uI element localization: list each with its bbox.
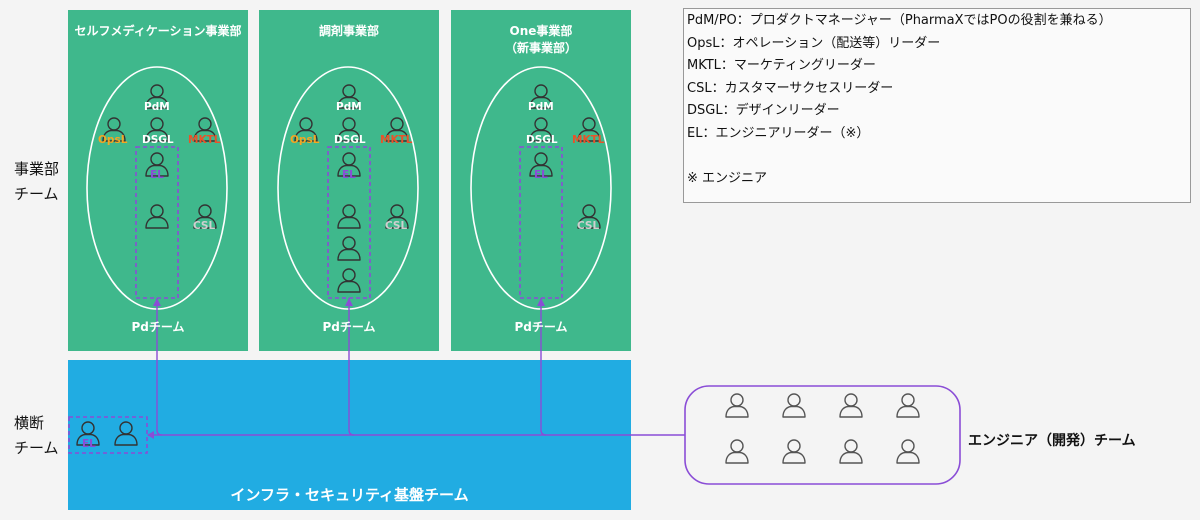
division-team-label-line2: チーム bbox=[14, 185, 59, 203]
infra-el-group-box bbox=[68, 416, 148, 454]
division-title: One事業部 bbox=[509, 24, 573, 38]
connector-lines bbox=[148, 298, 685, 436]
legend-line: OpsL：オペレーション（配送等）リーダー bbox=[687, 35, 941, 51]
team-ellipse bbox=[277, 66, 419, 310]
role-label-csl: CSL bbox=[577, 220, 600, 232]
pd-team-label: Pdチーム bbox=[131, 320, 185, 334]
division-subtitle: （新事業部） bbox=[504, 41, 577, 55]
pd-team-label: Pdチーム bbox=[514, 320, 568, 334]
role-label-opsl: OpsL bbox=[98, 134, 128, 146]
role-label-el: EL bbox=[342, 169, 356, 181]
legend-line: PdM/PO：プロダクトマネージャー（PharmaXではPOの役割を兼ねる） bbox=[687, 13, 1112, 28]
legend-line: ※ エンジニア bbox=[687, 170, 768, 186]
role-label-el: EL bbox=[534, 169, 548, 181]
infra-title: インフラ・セキュリティ基盤チーム bbox=[230, 486, 469, 504]
division-panel-one: One事業部 （新事業部） bbox=[451, 10, 631, 351]
role-label-dsgl: DSGL bbox=[526, 134, 558, 146]
division-title: セルフメディケーション事業部 bbox=[74, 24, 242, 38]
role-label-pdm: PdM bbox=[144, 101, 170, 113]
role-label-opsl: OpsL bbox=[290, 134, 320, 146]
division-team-label: 事業部 チーム bbox=[14, 157, 59, 207]
engineering-team-box bbox=[684, 385, 961, 485]
cross-team-label: 横断 チーム bbox=[14, 411, 59, 461]
person-icon bbox=[294, 84, 409, 293]
role-label-mktl: MKTL bbox=[572, 134, 605, 146]
person-icon bbox=[725, 393, 920, 464]
legend-line: MKTL：マーケティングリーダー bbox=[687, 58, 876, 73]
legend-line: CSL：カスタマーサクセスリーダー bbox=[687, 80, 894, 96]
engineering-team-label: エンジニア（開発）チーム bbox=[968, 433, 1136, 449]
role-label-el: EL bbox=[150, 169, 164, 181]
cross-team-label-line1: 横断 bbox=[14, 414, 45, 432]
role-label-csl: CSL bbox=[385, 220, 408, 232]
legend-line: DSGL：デザインリーダー bbox=[687, 103, 840, 118]
role-label-csl: CSL bbox=[193, 220, 216, 232]
role-label-mktl: MKTL bbox=[188, 134, 221, 146]
legend-line: EL：エンジニアリーダー（※） bbox=[687, 125, 870, 141]
arrow-heads bbox=[147, 298, 545, 439]
role-label-pdm: PdM bbox=[336, 101, 362, 113]
role-label-dsgl: DSGL bbox=[142, 134, 174, 146]
role-label-mktl: MKTL bbox=[380, 134, 413, 146]
division-title: 調剤事業部 bbox=[318, 24, 379, 38]
role-label-dsgl: DSGL bbox=[334, 134, 366, 146]
legend-box: PdM/PO：プロダクトマネージャー（PharmaXではPOの役割を兼ねる） O… bbox=[683, 8, 1191, 203]
division-team-label-line1: 事業部 bbox=[14, 160, 60, 178]
cross-team-label-line2: チーム bbox=[14, 439, 59, 457]
pd-team-label: Pdチーム bbox=[322, 320, 376, 334]
role-label-pdm: PdM bbox=[528, 101, 554, 113]
role-label-el-infra: EL bbox=[82, 438, 96, 450]
